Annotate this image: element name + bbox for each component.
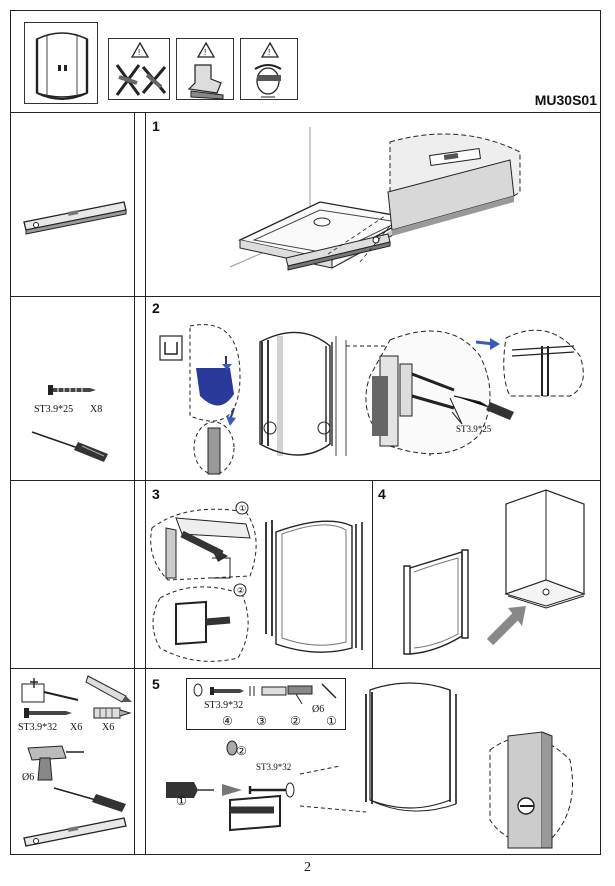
svg-text:!: ! [268,48,270,57]
step-number: 4 [378,486,386,502]
seq-mark: ② [290,714,301,728]
row-divider [10,480,601,481]
screw-icon [24,708,72,718]
row-divider [10,296,601,297]
seq-mark: ③ [256,714,267,728]
screw-qty-label: X8 [90,404,103,415]
row-divider [10,112,601,113]
screwdriver-icon [53,787,126,812]
page-number: 2 [304,860,311,875]
panel-assembly-illustration: ① ② [150,501,363,662]
shower-enclosure-icon [24,22,98,104]
screw-spec-label: ST3.9*25 [34,404,74,415]
column-divider [134,112,135,855]
wall-profile-installation-illustration [159,324,584,475]
callout-screw-label: ST3.9*32 [256,762,292,772]
step-number: 3 [152,486,160,502]
seq-drill-label: Ø6 [312,704,325,715]
seq-mark: ① [176,794,187,808]
pencil-icon [85,675,132,703]
measuring-tape-icon [21,678,79,703]
callout-screw-label: ST3.9*25 [456,424,492,434]
screw-spec-label: ST3.9*32 [18,722,58,733]
spirit-level-icon [23,817,127,847]
fixing-sequence-illustration [193,683,337,705]
seq-mark: ① [239,504,246,513]
wall-fixing-illustration [166,682,573,849]
enclosure-placement-illustration [403,489,586,655]
row-divider [10,668,601,669]
seq-mark: ① [326,714,337,728]
instruction-sheet-frame [10,10,601,855]
seq-mark: ② [236,744,247,758]
column-divider [145,112,146,855]
svg-text:!: ! [204,48,206,57]
screw-qty-label: X6 [70,722,83,733]
goggles-warning-icon: ! [240,38,298,100]
screw-icon [48,385,96,395]
no-tools-warning-icon: ! [108,38,170,100]
spirit-level-icon [23,201,127,235]
drill-bit-label: Ø6 [22,772,35,783]
shower-tray-level-illustration [229,127,521,271]
wall-anchor-icon [93,707,132,719]
column-divider [372,480,373,668]
gloves-warning-icon: ! [176,38,234,100]
screwdriver-icon [31,431,108,462]
drill-icon [27,745,84,781]
step-number: 2 [152,300,160,316]
seq-mark: ② [237,586,244,595]
step-number: 1 [152,118,160,134]
seq-screw-label: ST3.9*32 [204,700,244,711]
svg-text:!: ! [138,48,140,57]
anchor-qty-label: X6 [102,722,115,733]
step-number: 5 [152,676,160,692]
seq-mark: ④ [222,714,233,728]
model-code: MU30S01 [534,92,597,108]
fixing-sequence-box [186,678,346,730]
